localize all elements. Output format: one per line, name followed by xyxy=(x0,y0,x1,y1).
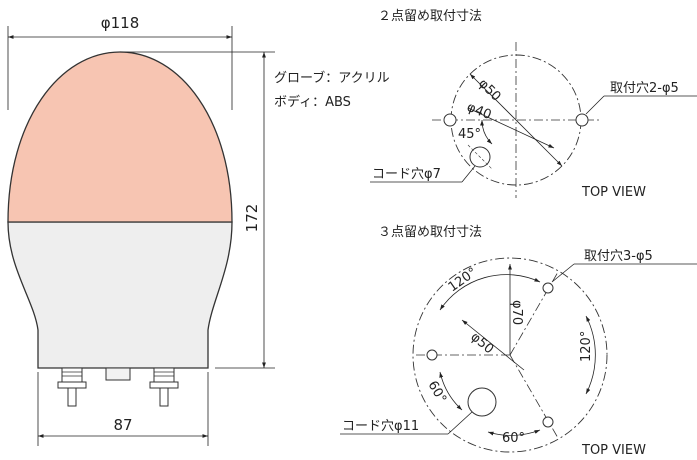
hole-3p-left xyxy=(426,349,438,361)
angle-3p-bottom: 60° xyxy=(502,431,525,446)
pattern-3point: ３点留め取付寸法 φ70 φ50 120° 120° 60° 60° 取付穴3-… xyxy=(340,225,697,458)
hole-2p-right xyxy=(575,113,589,127)
dim-diameter-label: φ118 xyxy=(101,14,140,32)
angle-2p: 45° xyxy=(458,127,481,142)
hole-label-3p: 取付穴3-φ5 xyxy=(584,249,653,264)
hole-3p-bottom xyxy=(542,416,554,428)
hole-2p-left xyxy=(443,113,457,127)
lamp-body xyxy=(7,221,233,369)
cord-label-3p: コード穴φ11 xyxy=(342,419,419,434)
dim-2p-outer: φ50 xyxy=(475,76,503,104)
dim-3p-outer: φ70 xyxy=(509,300,524,325)
lamp-base xyxy=(105,367,131,381)
terminal-left xyxy=(57,367,87,407)
material-body: ボディ：ABS xyxy=(274,94,351,110)
view-label-3p: TOP VIEW xyxy=(581,443,646,458)
material-globe: グローブ：アクリル xyxy=(274,70,390,86)
pattern-2point-title: ２点留め取付寸法 xyxy=(378,9,482,24)
pattern-3point-outer-circle xyxy=(412,257,608,453)
hole-label-2p: 取付穴2-φ5 xyxy=(610,81,679,96)
angle-3p-right: 120° xyxy=(579,331,594,362)
terminal-right xyxy=(149,367,179,407)
dim-3p-inner: φ50 xyxy=(467,330,496,358)
dim-height-label: 172 xyxy=(243,204,261,233)
cord-label-2p: コード穴φ7 xyxy=(372,167,441,182)
angle-3p-top-left: 120° xyxy=(446,265,480,295)
lamp-side-view: φ118 172 87 グローブ：アクリル ボディ：ABS xyxy=(7,14,390,446)
cord-hole-3p xyxy=(467,387,497,417)
angle-3p-left: 60° xyxy=(425,379,450,406)
pattern-2point: ２点留め取付寸法 φ50 φ40 45° 取付穴2-φ5 コード穴φ7 TOP … xyxy=(370,9,697,200)
dim-base-label: 87 xyxy=(113,416,132,434)
hole-3p-top xyxy=(542,282,554,294)
lamp-globe xyxy=(7,51,233,223)
view-label-2p: TOP VIEW xyxy=(581,185,646,200)
pattern-3point-title: ３点留め取付寸法 xyxy=(378,225,482,240)
